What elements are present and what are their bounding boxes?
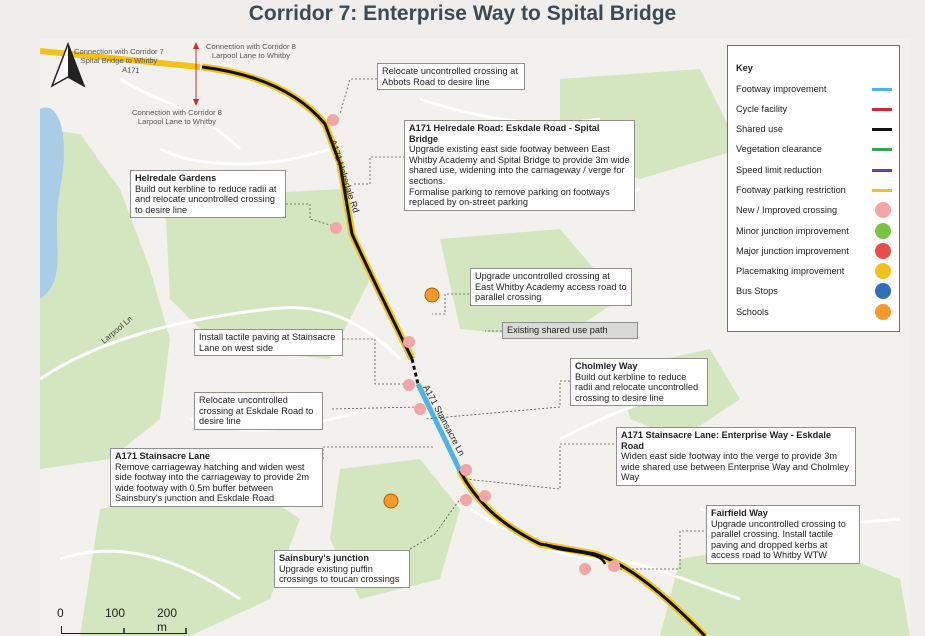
callout-abbots-text: Relocate uncontrolled crossing at Abbots… xyxy=(382,66,518,87)
junction-icon xyxy=(875,223,891,239)
key-label: Placemaking improvement xyxy=(736,266,845,276)
callout-existing-path: Existing shared use path xyxy=(502,322,638,339)
key-swatch xyxy=(872,88,892,91)
key-label: Vegetation clearance xyxy=(736,144,822,154)
key-item-speed: Speed limit reduction xyxy=(736,162,892,178)
callout-helredale-road: A171 Helredale Road: Eskdale Road - Spit… xyxy=(404,120,635,211)
north-arrow-icon xyxy=(50,41,86,88)
key-swatch xyxy=(872,169,892,172)
key-item-cycle: Cycle facility xyxy=(736,101,892,117)
map-title: Corridor 7: Enterprise Way to Spital Bri… xyxy=(248,2,677,25)
callout-existing-path-text: Existing shared use path xyxy=(507,325,608,335)
key-label: Bus Stops xyxy=(736,286,778,296)
connection-label-c8-bottom: Connection with Corridor 8 Larpool Lane … xyxy=(132,108,222,126)
callout-enterprise-way: A171 Stainsacre Lane: Enterprise Way - E… xyxy=(616,427,856,486)
key-label: Minor junction improvement xyxy=(736,226,849,236)
callout-cholmley-way: Cholmley Way Build out kerbline to reduc… xyxy=(570,358,708,407)
key-item-minor-junction: Minor junction improvement xyxy=(736,223,892,239)
key-label: Footway parking restriction xyxy=(736,185,846,195)
callout-cholmley-title: Cholmley Way xyxy=(575,361,638,371)
key-label: Footway improvement xyxy=(736,84,827,94)
callout-stainsacre-lane-title: A171 Stainsacre Lane xyxy=(115,451,210,461)
callout-eskdale-text: Relocate uncontrolled crossing at Eskdal… xyxy=(199,395,314,427)
connection-arrow xyxy=(193,42,199,106)
callout-sainsburys-text: Upgrade existing puffin crossings to tou… xyxy=(279,563,400,585)
bench-icon xyxy=(875,263,891,279)
key-item-footway: Footway improvement xyxy=(736,81,892,97)
callout-helredale-gardens-text: Build out kerbline to reduce radii at an… xyxy=(135,183,277,215)
scale-bar: 0 100 200 m xyxy=(57,606,187,636)
scale-label-200: 200 m xyxy=(157,606,178,634)
callout-helredale-gardens: Helredale Gardens Build out kerbline to … xyxy=(130,170,286,219)
key-item-bus: Bus Stops xyxy=(736,283,892,299)
callout-stainsacre-lane-text: Remove carriageway hatching and widen we… xyxy=(115,461,310,504)
callout-tactile-text: Install tactile paving at Stainsacre Lan… xyxy=(199,332,336,353)
key-label: Major junction improvement xyxy=(736,246,849,256)
callout-academy-text: Upgrade uncontrolled crossing at East Wh… xyxy=(475,271,627,303)
connection-label-c8-top: Connection with Corridor 8 Larpool Lane … xyxy=(206,42,296,60)
key-label: Schools xyxy=(736,307,769,317)
callout-abbots-road: Relocate uncontrolled crossing at Abbots… xyxy=(377,63,525,91)
callout-tactile-paving: Install tactile paving at Stainsacre Lan… xyxy=(194,329,343,357)
connection-label-c7: Connection with Corridor 7 Spital Bridge… xyxy=(74,47,164,65)
key-item-parking: Footway parking restriction xyxy=(736,182,892,198)
key-label: Cycle facility xyxy=(736,104,788,114)
callout-helredale-road-text: Upgrade existing east side footway betwe… xyxy=(409,144,630,208)
connection-text-c8-top: Connection with Corridor 8 Larpool Lane … xyxy=(206,42,296,60)
key-swatch xyxy=(872,189,892,192)
junction-icon xyxy=(875,243,891,259)
key-item-placemaking: Placemaking improvement xyxy=(736,263,892,279)
scale-bar-ticks xyxy=(62,628,187,634)
callout-eskdale-road: Relocate uncontrolled crossing at Eskdal… xyxy=(194,392,323,430)
callout-fairfield-title: Fairfield Way xyxy=(711,508,768,518)
callout-sainsburys-junction: Sainsbury's junction Upgrade existing pu… xyxy=(274,550,410,588)
river xyxy=(40,107,64,299)
callout-fairfield-way: Fairfield Way Upgrade uncontrolled cross… xyxy=(706,505,860,564)
key-item-vegetation: Vegetation clearance xyxy=(736,141,892,157)
school-icon xyxy=(875,304,891,320)
map-key: Key Footway improvement Cycle facility S… xyxy=(727,45,900,332)
scale-label-0: 0 xyxy=(57,606,64,620)
leader-lines xyxy=(286,78,708,570)
callout-enterprise-title: A171 Stainsacre Lane: Enterprise Way - E… xyxy=(621,430,832,451)
callout-enterprise-text: Widen east side footway into the verge t… xyxy=(621,451,849,483)
key-swatch xyxy=(872,108,892,111)
key-title: Key xyxy=(736,63,753,73)
callout-fairfield-text: Upgrade uncontrolled crossing to paralle… xyxy=(711,518,846,561)
crossing-markers xyxy=(327,114,620,575)
connection-text-c7: Connection with Corridor 7 Spital Bridge… xyxy=(74,47,164,65)
pedestrian-icon xyxy=(875,202,891,218)
key-label: Speed limit reduction xyxy=(736,165,822,175)
road-label-a171: A171 xyxy=(122,65,140,75)
callout-helredale-road-title: A171 Helredale Road: Eskdale Road - Spit… xyxy=(409,123,600,144)
bus-icon xyxy=(875,283,891,299)
connection-text-c8-bottom: Connection with Corridor 8 Larpool Lane … xyxy=(132,108,222,126)
scale-label-100: 100 xyxy=(105,606,126,620)
corridor-route xyxy=(40,48,708,636)
key-item-major-junction: Major junction improvement xyxy=(736,243,892,259)
callout-academy: Upgrade uncontrolled crossing at East Wh… xyxy=(470,268,632,306)
key-label: Shared use xyxy=(736,124,783,134)
callout-cholmley-text: Build out kerbline to reduce radii and r… xyxy=(575,371,699,403)
key-item-schools: Schools xyxy=(736,304,892,320)
school-markers xyxy=(383,287,440,509)
scale-bar-line xyxy=(61,626,187,634)
callout-stainsacre-lane: A171 Stainsacre Lane Remove carriageway … xyxy=(110,448,323,507)
callout-helredale-gardens-title: Helredale Gardens xyxy=(135,173,217,183)
key-item-crossing: New / Improved crossing xyxy=(736,202,892,218)
key-swatch xyxy=(872,128,892,131)
key-swatch xyxy=(872,148,892,151)
key-item-shared: Shared use xyxy=(736,121,892,137)
key-label: New / Improved crossing xyxy=(736,205,838,215)
callout-sainsburys-title: Sainsbury's junction xyxy=(279,553,369,563)
